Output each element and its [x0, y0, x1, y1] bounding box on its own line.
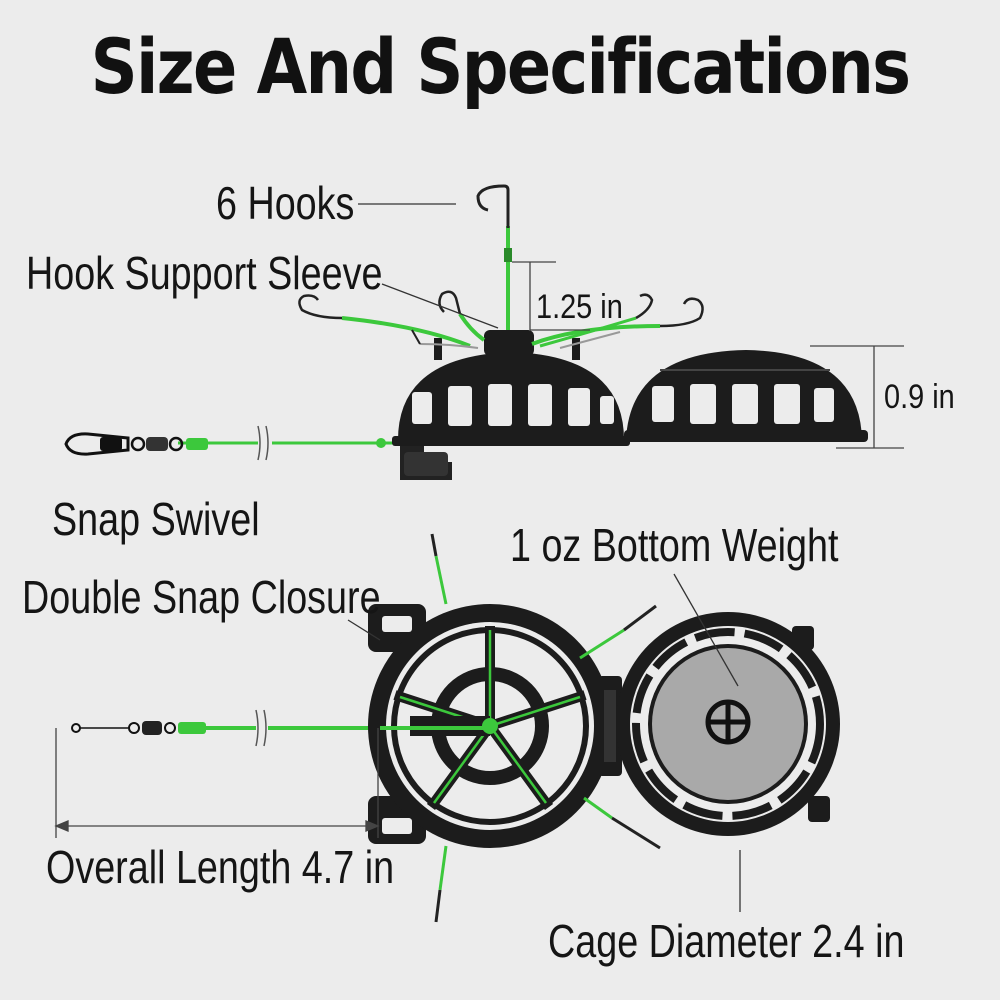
label-hooks: 6 Hooks: [216, 177, 355, 229]
length-dimension: [54, 728, 380, 838]
cage-half-left: [392, 330, 630, 480]
label-swivel: Snap Swivel: [52, 493, 260, 545]
snap-swivel-icon: [64, 432, 208, 456]
line-break-icon: [257, 425, 269, 461]
label-closure: Double Snap Closure: [22, 571, 381, 623]
cage-half-right: [624, 350, 868, 442]
hook-tips-icon: [430, 533, 661, 923]
hook-height-label: 1.25 in: [536, 288, 623, 326]
cage-height-dimension: [810, 345, 904, 449]
cage-top-left: [368, 604, 622, 848]
label-weight: 1 oz Bottom Weight: [510, 519, 839, 571]
hook-height-dimension: [512, 261, 590, 331]
cage-height-label: 0.9 in: [884, 378, 955, 416]
label-length: Overall Length 4.7 in: [46, 841, 395, 893]
cage-top-right: [616, 612, 840, 836]
side-view: [64, 184, 904, 480]
label-sleeve: Hook Support Sleeve: [26, 247, 383, 299]
page-title: Size And Specifications: [90, 22, 911, 111]
top-view: [54, 533, 840, 923]
label-diameter: Cage Diameter 2.4 in: [548, 915, 905, 967]
